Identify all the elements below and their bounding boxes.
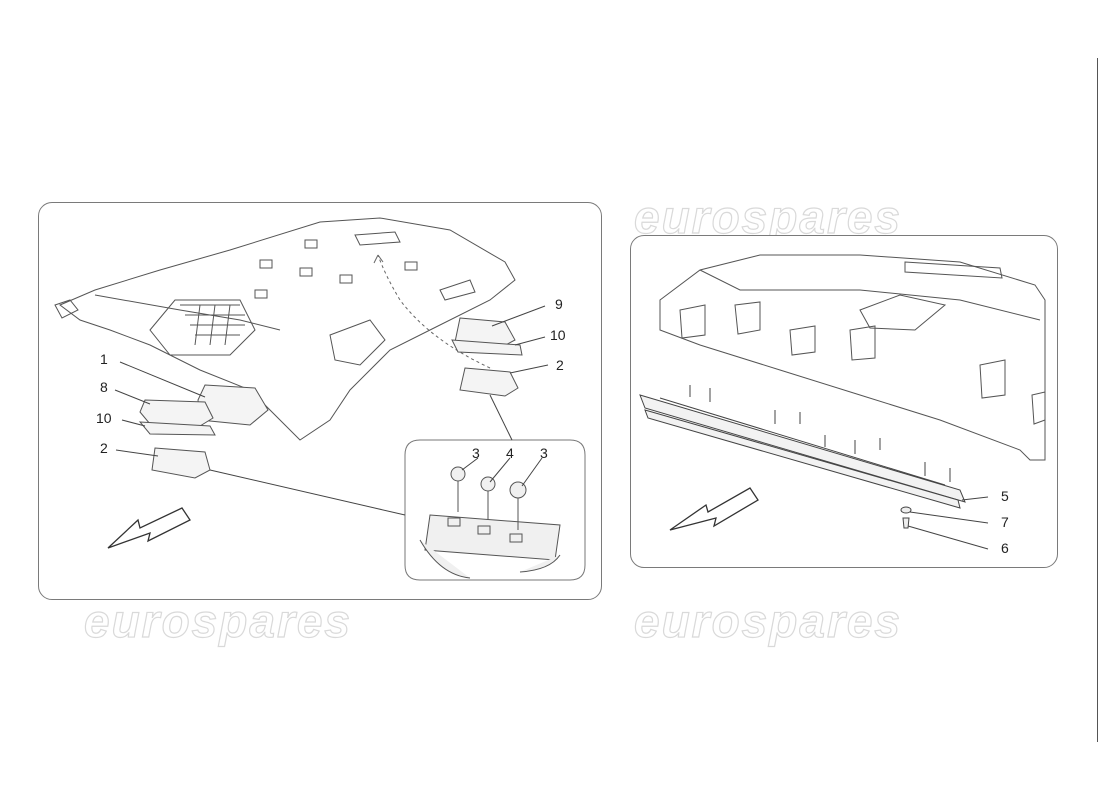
callout-10-right: 10	[550, 327, 566, 343]
assembly-path-line	[377, 254, 491, 369]
callout-5: 5	[1001, 488, 1009, 504]
part-2-console-left	[151, 447, 211, 479]
part-10-gasket-left	[138, 421, 216, 436]
inset-detail-parts	[419, 466, 561, 579]
headliner-illustration	[54, 217, 516, 441]
part-8-bracket	[139, 399, 214, 427]
callout-6: 6	[1001, 540, 1009, 556]
parts-6-7-fasteners	[900, 506, 912, 529]
leader-lines-right	[907, 496, 989, 550]
watermark-bottom-right: eurospares	[633, 594, 903, 647]
part-5-light-bar	[639, 385, 966, 509]
callout-4: 4	[506, 445, 514, 461]
part-2-console-right	[459, 367, 519, 397]
inset-detail-frame	[404, 439, 586, 581]
watermark-top-right: eurospares	[633, 190, 903, 243]
part-1-lamp-unit	[197, 384, 269, 426]
watermark-bottom-left: eurospares	[83, 594, 353, 647]
rear-shelf-illustration	[659, 254, 1046, 461]
front-direction-arrow-right-icon	[669, 487, 759, 531]
callout-3-right: 3	[540, 445, 548, 461]
callout-7: 7	[1001, 514, 1009, 530]
left-parts	[138, 317, 523, 479]
front-direction-arrow-icon	[107, 507, 191, 549]
callout-2-left: 2	[100, 440, 108, 456]
leader-lines-left	[114, 305, 549, 516]
callout-2-right: 2	[556, 357, 564, 373]
callout-9: 9	[555, 296, 563, 312]
page-edge-rule	[1097, 58, 1098, 742]
callout-10-left: 10	[96, 410, 112, 426]
callout-1: 1	[100, 351, 108, 367]
callout-8: 8	[100, 379, 108, 395]
part-10-gasket-right	[451, 339, 523, 356]
callout-3-left: 3	[472, 445, 480, 461]
